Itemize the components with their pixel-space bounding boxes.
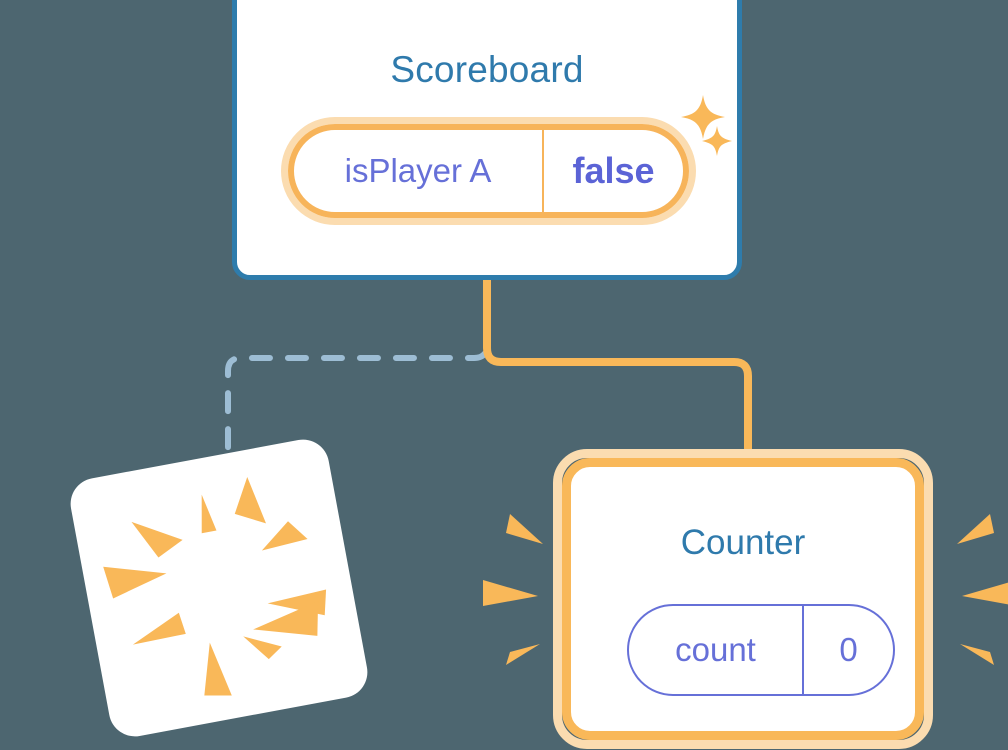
scoreboard-card[interactable]: Scoreboard isPlayer A false — [232, 0, 742, 280]
counter-card[interactable]: Counter count 0 — [553, 449, 933, 749]
scoreboard-title: Scoreboard — [390, 49, 584, 90]
burst-rays-icon — [103, 476, 327, 696]
counter-card-inner: Counter count 0 — [562, 458, 924, 740]
counter-title: Counter — [680, 523, 806, 562]
scoreboard-property-key: isPlayer A — [294, 130, 544, 212]
scoreboard-property-value: false — [572, 150, 655, 191]
connector-solid-scoreboard-to-counter — [483, 272, 752, 474]
scoreboard-property-pill-inner: isPlayer A false — [288, 124, 689, 218]
counter-property-pill[interactable]: count 0 — [627, 604, 895, 696]
connector-dashed-scoreboard-to-burst-card — [225, 279, 490, 473]
burst-card[interactable] — [66, 435, 372, 741]
counter-property-value: 0 — [839, 631, 858, 668]
counter-property-key: count — [629, 606, 804, 694]
scoreboard-property-pill[interactable]: isPlayer A false — [281, 117, 696, 225]
